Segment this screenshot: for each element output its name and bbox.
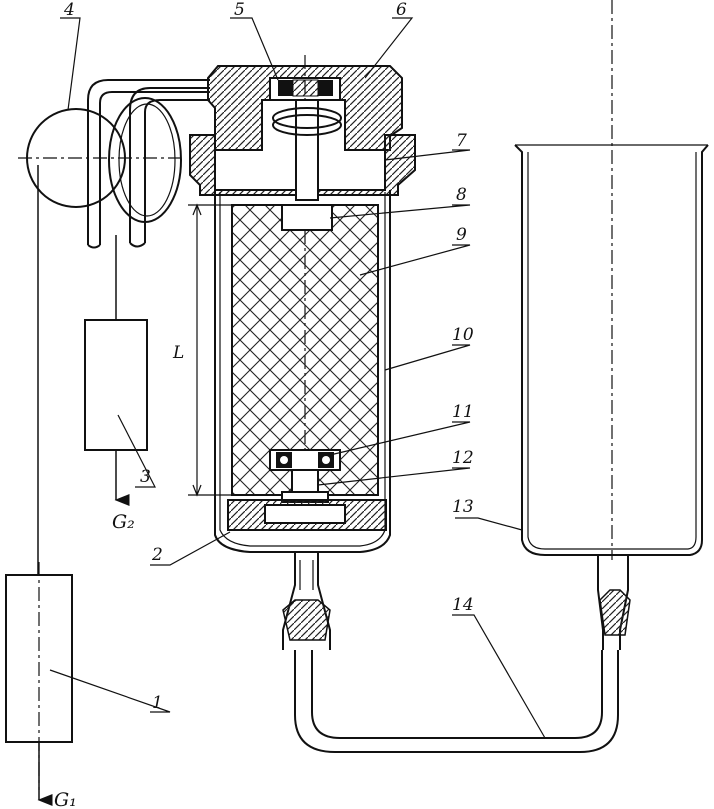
dimension-l [188, 203, 232, 497]
leader-lines [49, 17, 546, 739]
label-12: 12 [452, 448, 474, 468]
bearing-11 [269, 449, 341, 471]
base-2 [227, 499, 387, 531]
vessel-13 [514, 0, 709, 560]
label-10: 10 [452, 325, 474, 345]
vessel-outlet [597, 555, 631, 650]
spindle [272, 99, 342, 201]
label-2: 2 [151, 545, 163, 565]
label-length: L [172, 343, 184, 363]
label-7: 7 [456, 131, 467, 151]
label-1: 1 [152, 693, 163, 713]
label-g1: G₁ [54, 789, 77, 809]
label-3: 3 [140, 467, 151, 487]
weight-3 [84, 235, 148, 451]
tube-14 [294, 650, 619, 753]
label-6: 6 [396, 0, 407, 20]
label-g2: G₂ [112, 511, 135, 533]
label-13: 13 [452, 497, 474, 517]
cap-6 [207, 65, 403, 151]
label-9: 9 [456, 225, 467, 245]
label-11: 11 [452, 402, 474, 422]
housing-outlet [282, 552, 331, 650]
label-14: 14 [452, 595, 474, 615]
label-8: 8 [456, 185, 467, 205]
support-rods [87, 79, 210, 249]
label-4: 4 [63, 0, 75, 20]
rotor-9 [231, 204, 379, 496]
label-5: 5 [234, 0, 245, 20]
